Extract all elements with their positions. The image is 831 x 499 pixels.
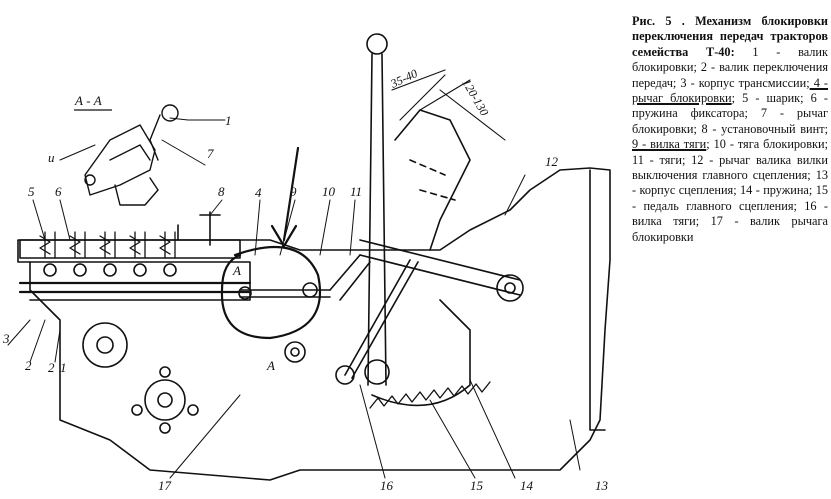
callout-13: 13 bbox=[595, 478, 609, 493]
caption-item: 4 - рычаг блокировки bbox=[632, 75, 828, 106]
section-mark-a1: А bbox=[232, 263, 241, 278]
section-view bbox=[84, 104, 179, 206]
caption-item: 11 - тяги; bbox=[632, 152, 686, 167]
callout-15: 15 bbox=[470, 478, 484, 493]
boss-large bbox=[82, 322, 128, 368]
caption-title: Рис. 5 . Механизм блокировки переключени… bbox=[632, 14, 828, 59]
caption-item: 10 - тяга блокировки; bbox=[709, 137, 828, 152]
callout-6: 6 bbox=[55, 184, 62, 199]
callout-11: 11 bbox=[350, 184, 362, 199]
callout-3: 3 bbox=[2, 331, 10, 346]
blocking-rod bbox=[239, 289, 331, 298]
caption-item: 3 - корпус трансмиссии; bbox=[676, 75, 810, 90]
highlight-circle bbox=[220, 245, 322, 340]
section-mark-a2: А bbox=[266, 358, 275, 373]
callout-7: 7 bbox=[207, 146, 214, 161]
caption-item: 16 - вилка тяги; bbox=[632, 198, 828, 229]
callout-5: 5 bbox=[28, 184, 35, 199]
callout-12: 12 bbox=[545, 154, 559, 169]
detent-balls bbox=[43, 263, 177, 277]
caption-item: 12 - рычаг валика вилки выключения главн… bbox=[632, 152, 828, 183]
caption-item: 9 - вилка тяги bbox=[632, 137, 707, 152]
spring-14 bbox=[369, 381, 491, 409]
callout-10: 10 bbox=[322, 184, 336, 199]
dimension-120-130: 120-130 bbox=[459, 77, 491, 119]
boss-small bbox=[144, 379, 186, 421]
caption-item: ; 5 - шарик; bbox=[731, 91, 804, 106]
leader-lines bbox=[7, 117, 581, 479]
caption-item: 17 - валик рычага блокировки bbox=[632, 214, 828, 244]
caption-item: 15 - педаль главного сцепления; bbox=[632, 183, 829, 213]
caption-items: 1 - валик блокировки; 2 - валик переключ… bbox=[632, 45, 828, 244]
caption-item: 6 - пружина фиксатора; bbox=[632, 91, 828, 121]
caption-item: ; bbox=[706, 137, 710, 152]
callout-4: 4 bbox=[255, 185, 262, 200]
caption-item: 1 - валик блокировки; bbox=[632, 44, 828, 75]
transmission-housing bbox=[17, 167, 611, 481]
caption-item: 14 - пружина; bbox=[736, 183, 813, 198]
dimension-35-40: 35-40 bbox=[387, 66, 419, 91]
callout-16: 16 bbox=[380, 478, 394, 493]
callout-2: 2 bbox=[25, 358, 32, 373]
callout-2b: 2 bbox=[48, 360, 55, 375]
caption-item: 2 - валик переключения передач; bbox=[632, 60, 828, 90]
caption-item: 13 - корпус сцепления; bbox=[632, 168, 828, 198]
gear-lever bbox=[367, 53, 387, 386]
highlight-arrow bbox=[270, 146, 300, 248]
figure-caption: Рис. 5 . Механизм блокировки переключени… bbox=[632, 14, 828, 245]
callout-14: 14 bbox=[520, 478, 534, 493]
callout-17: 17 bbox=[158, 478, 172, 493]
detent-springs bbox=[39, 231, 176, 259]
clutch-pedal bbox=[371, 299, 471, 407]
caption-item: 8 - установочный винт; bbox=[696, 121, 828, 136]
callout-1b: 1 bbox=[60, 360, 67, 375]
callout-9: 9 bbox=[290, 184, 297, 199]
callout-8: 8 bbox=[218, 184, 225, 199]
section-title: А - А bbox=[74, 93, 102, 108]
caption-item: 7 - рычаг блокировки; bbox=[632, 106, 829, 136]
shift-rails bbox=[19, 239, 241, 259]
callout-1: 1 bbox=[225, 113, 232, 128]
lever-knob bbox=[366, 33, 388, 55]
callout-i: и bbox=[48, 150, 55, 165]
